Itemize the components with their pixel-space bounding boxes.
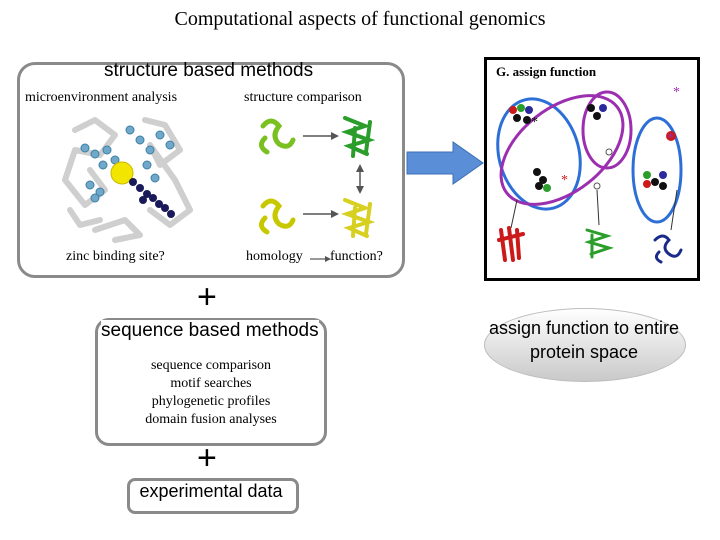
assign-function-text: assign function to entire protein space xyxy=(488,318,680,362)
big-right-arrow xyxy=(406,141,484,185)
sequence-item: phylogenetic profiles xyxy=(151,394,271,409)
assign-function-ellipse xyxy=(484,308,686,382)
protein-backbone-illustration xyxy=(62,117,193,243)
microenvironment-label: microenvironment analysis xyxy=(25,90,178,105)
zinc-binding-label: zinc binding site? xyxy=(66,249,165,264)
sequence-item: motif searches xyxy=(170,376,252,391)
plus-sign-1: + xyxy=(197,278,217,316)
star-marker: * xyxy=(673,85,680,100)
structure-methods-heading: structure based methods xyxy=(104,60,314,81)
experimental-data-box xyxy=(127,478,299,514)
plus-sign-2: + xyxy=(197,439,217,477)
homology-arrow xyxy=(310,256,331,262)
sequence-item: domain fusion analyses xyxy=(145,412,277,427)
sequence-methods-list: sequence comparison motif searches phylo… xyxy=(105,357,317,429)
sequence-item: sequence comparison xyxy=(150,358,272,373)
page-title: Computational aspects of functional geno… xyxy=(174,8,546,30)
homology-label: homology xyxy=(246,249,303,264)
star-marker: * xyxy=(561,173,568,188)
structure-comparison-illustration xyxy=(259,116,376,238)
protein-space-clusters: * * * * xyxy=(496,85,683,264)
structure-comparison-label: structure comparison xyxy=(244,90,362,105)
experimental-data-label: experimental data xyxy=(139,481,283,501)
structure-methods-box xyxy=(17,62,405,278)
sequence-methods-heading: sequence based methods xyxy=(101,320,319,342)
function-question-label: function? xyxy=(330,249,383,264)
assign-function-title: G. assign function xyxy=(496,64,597,79)
star-marker: * xyxy=(531,115,538,130)
star-marker: * xyxy=(667,131,674,146)
